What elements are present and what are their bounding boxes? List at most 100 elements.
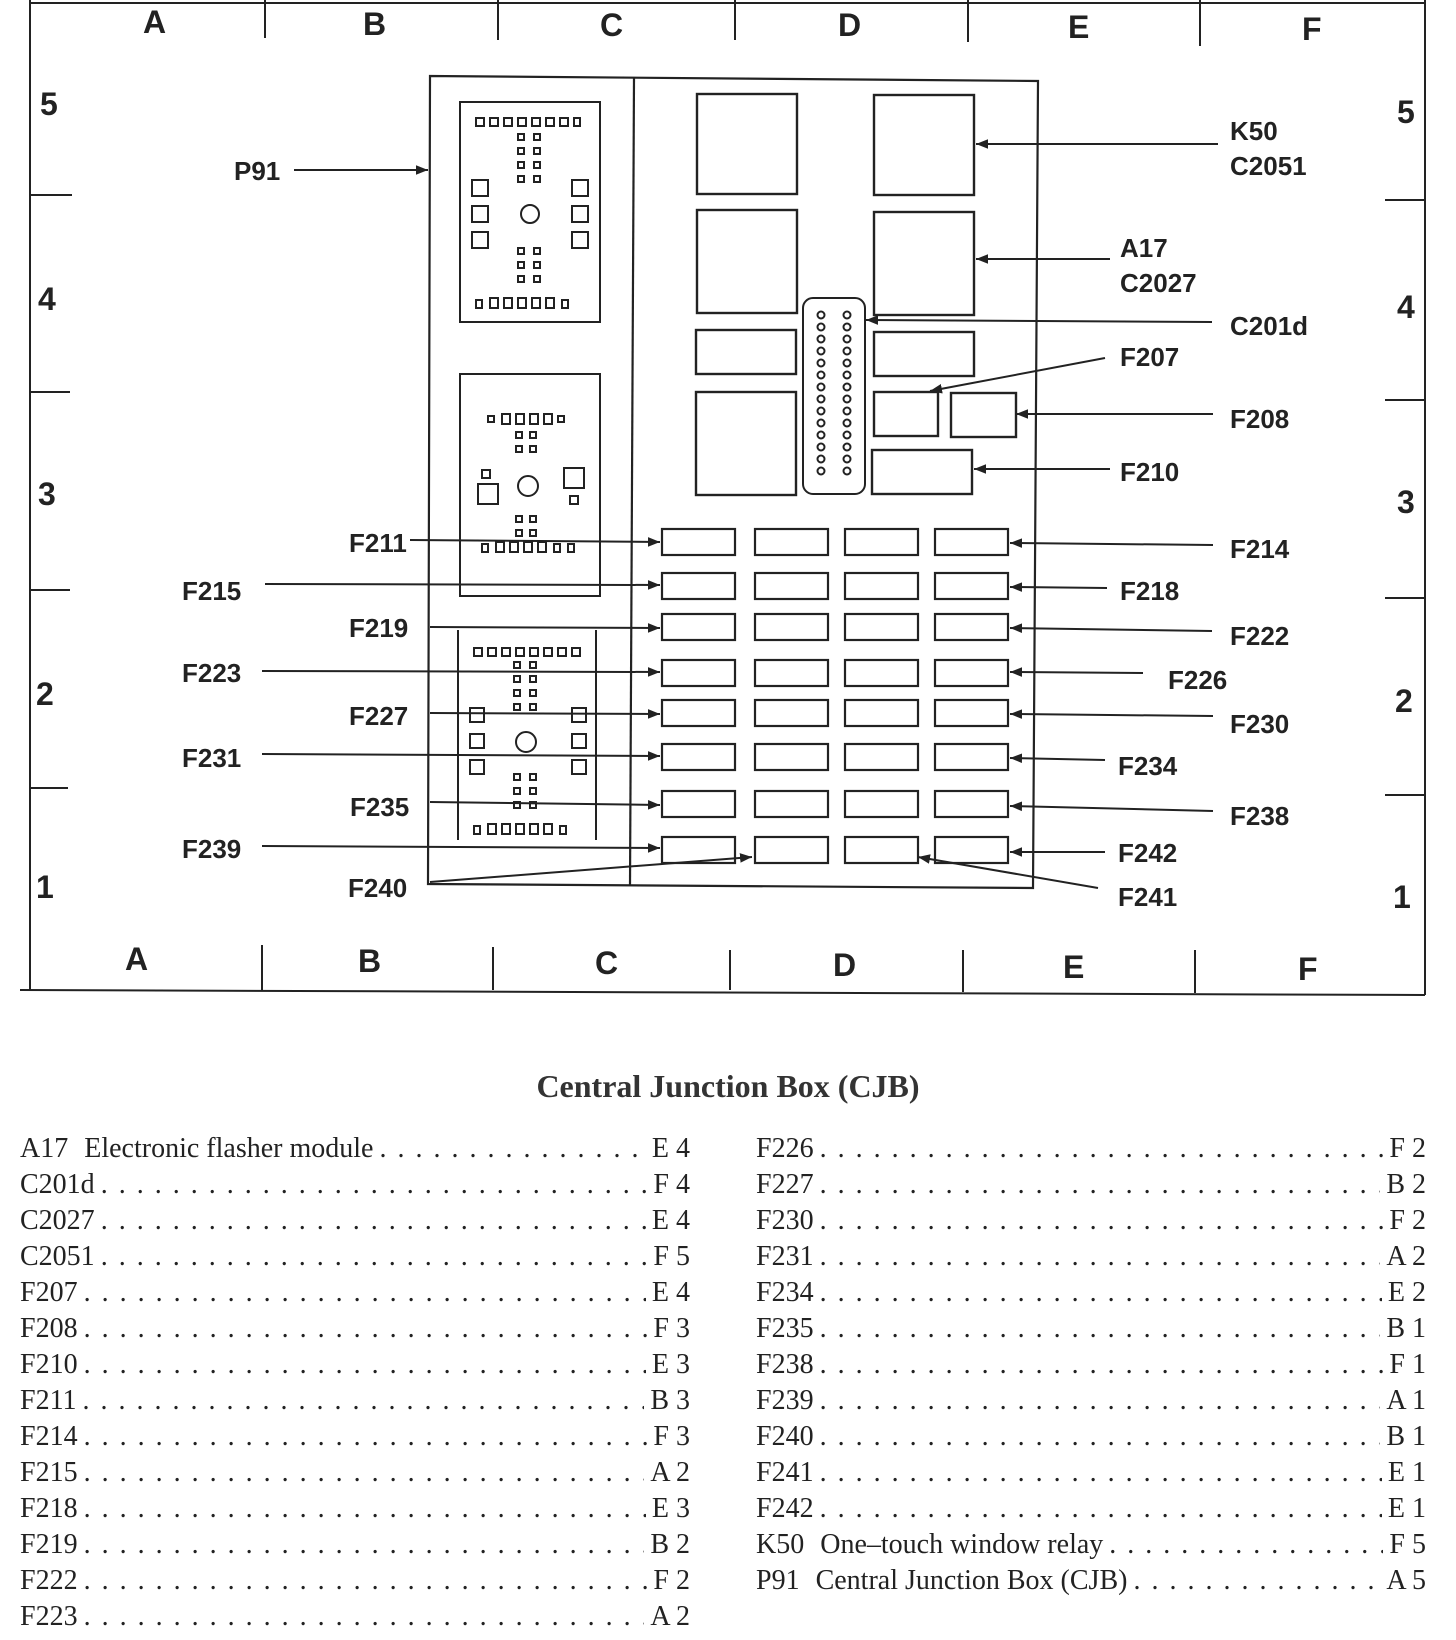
label-f227: F227	[349, 701, 408, 731]
legend-code: F240	[756, 1421, 814, 1452]
col-label-b-bottom: B	[358, 943, 381, 979]
legend-code: F235	[756, 1313, 814, 1344]
legend-leader-dots	[820, 1277, 1382, 1309]
legend-location: A 5	[1386, 1565, 1426, 1596]
label-f208: F208	[1230, 404, 1289, 434]
legend-location: F 3	[653, 1313, 690, 1344]
legend-leader-dots	[84, 1421, 648, 1453]
legend-location: A 2	[650, 1601, 690, 1632]
legend-leader-dots	[84, 1277, 646, 1309]
label-c2051: C2051	[1230, 151, 1307, 181]
connector-module-middle	[459, 373, 601, 597]
legend-row: F215A 2	[20, 1457, 690, 1493]
legend-description: One–touch window relay	[820, 1529, 1104, 1560]
label-p91: P91	[234, 156, 280, 186]
label-f231: F231	[182, 743, 241, 773]
legend-leader-dots	[820, 1457, 1382, 1489]
c201d-connector	[802, 297, 866, 495]
row-label-1: 1	[36, 869, 54, 905]
legend-location: B 2	[650, 1529, 690, 1560]
legend-leader-dots	[820, 1313, 1381, 1345]
component-labels: P91 K50 C2051 A17 C2027 C201d F207 F208 …	[182, 116, 1308, 912]
legend-leader-dots	[820, 1169, 1381, 1201]
legend-location: F 2	[1389, 1133, 1426, 1164]
label-c2027: C2027	[1120, 268, 1197, 298]
legend-row: C2051 F 5	[20, 1241, 690, 1277]
legend-row: F207E 4	[20, 1277, 690, 1313]
legend-location: F 4	[653, 1169, 690, 1200]
legend-location: E 1	[1387, 1457, 1426, 1488]
legend-row: F235 B 1	[756, 1313, 1426, 1349]
legend-leader-dots	[84, 1493, 646, 1525]
legend-row: F227B 2	[756, 1169, 1426, 1205]
legend-code: K50	[756, 1529, 805, 1560]
col-label-b: B	[363, 6, 386, 42]
legend-leader-dots	[84, 1349, 646, 1381]
label-f207: F207	[1120, 342, 1179, 372]
legend-location: E 4	[651, 1133, 690, 1164]
row-label-3-right: 3	[1397, 484, 1415, 520]
col-label-e-bottom: E	[1063, 949, 1084, 985]
legend-location: B 1	[1386, 1421, 1426, 1452]
legend-leader-dots	[820, 1421, 1381, 1453]
legend-leader-dots	[820, 1133, 1384, 1165]
legend-row: F211B 3	[20, 1385, 690, 1421]
connector-module-lower	[457, 630, 597, 840]
label-a17: A17	[1120, 233, 1168, 263]
legend-code: F241	[756, 1457, 814, 1488]
diagram-title: Central Junction Box (CJB)	[536, 1068, 920, 1104]
legend-code: F214	[20, 1421, 78, 1452]
legend-location: B 1	[1386, 1313, 1426, 1344]
row-label-2-right: 2	[1395, 683, 1413, 719]
row-label-2: 2	[36, 676, 54, 712]
legend-location: F 5	[653, 1241, 690, 1272]
legend-row: F234 E 2	[756, 1277, 1426, 1313]
legend-leader-dots	[83, 1385, 645, 1417]
row-labels-right: 5 4 3 2 1	[1393, 94, 1415, 915]
legend-location: E 3	[651, 1349, 690, 1380]
legend-description: Central Junction Box (CJB)	[815, 1565, 1128, 1596]
legend-location: E 2	[1387, 1277, 1426, 1308]
label-f215: F215	[182, 576, 241, 606]
legend-leader-dots	[820, 1493, 1382, 1525]
row-label-1-right: 1	[1393, 879, 1411, 915]
label-f234: F234	[1118, 751, 1178, 781]
legend-code: C2051	[20, 1241, 95, 1272]
label-f211: F211	[349, 528, 407, 558]
legend-code: F215	[20, 1457, 78, 1488]
legend-location: E 1	[1387, 1493, 1426, 1524]
legend-row: F223A 2	[20, 1601, 690, 1637]
legend-leader-dots	[379, 1133, 645, 1165]
legend-leader-dots	[84, 1313, 648, 1345]
legend-leader-dots	[84, 1565, 648, 1597]
legend-leader-dots	[820, 1385, 1381, 1417]
col-label-a-bottom: A	[125, 941, 148, 977]
label-f226: F226	[1168, 665, 1227, 695]
legend-leader-dots	[84, 1457, 645, 1489]
legend-code: C2027	[20, 1205, 95, 1236]
legend-code: F210	[20, 1349, 78, 1380]
legend-code: F211	[20, 1385, 77, 1416]
label-f223: F223	[182, 658, 241, 688]
row-label-3: 3	[38, 476, 56, 512]
label-f238: F238	[1230, 801, 1289, 831]
col-label-c: C	[600, 7, 623, 43]
legend-leader-dots	[820, 1241, 1381, 1273]
row-label-4-right: 4	[1397, 289, 1415, 325]
label-f239: F239	[182, 834, 241, 864]
col-label-d-bottom: D	[833, 947, 856, 983]
legend-location: E 4	[651, 1277, 690, 1308]
legend-leader-dots	[101, 1241, 648, 1273]
legend-code: F234	[756, 1277, 814, 1308]
legend-leader-dots	[84, 1601, 645, 1633]
row-label-4: 4	[38, 281, 56, 317]
legend-row: F239A 1	[756, 1385, 1426, 1421]
legend-row: F210 E 3	[20, 1349, 690, 1385]
label-f240: F240	[348, 873, 407, 903]
legend-leader-dots	[820, 1205, 1384, 1237]
column-labels-bottom: A B C D E F	[125, 941, 1318, 987]
label-f210: F210	[1120, 457, 1179, 487]
